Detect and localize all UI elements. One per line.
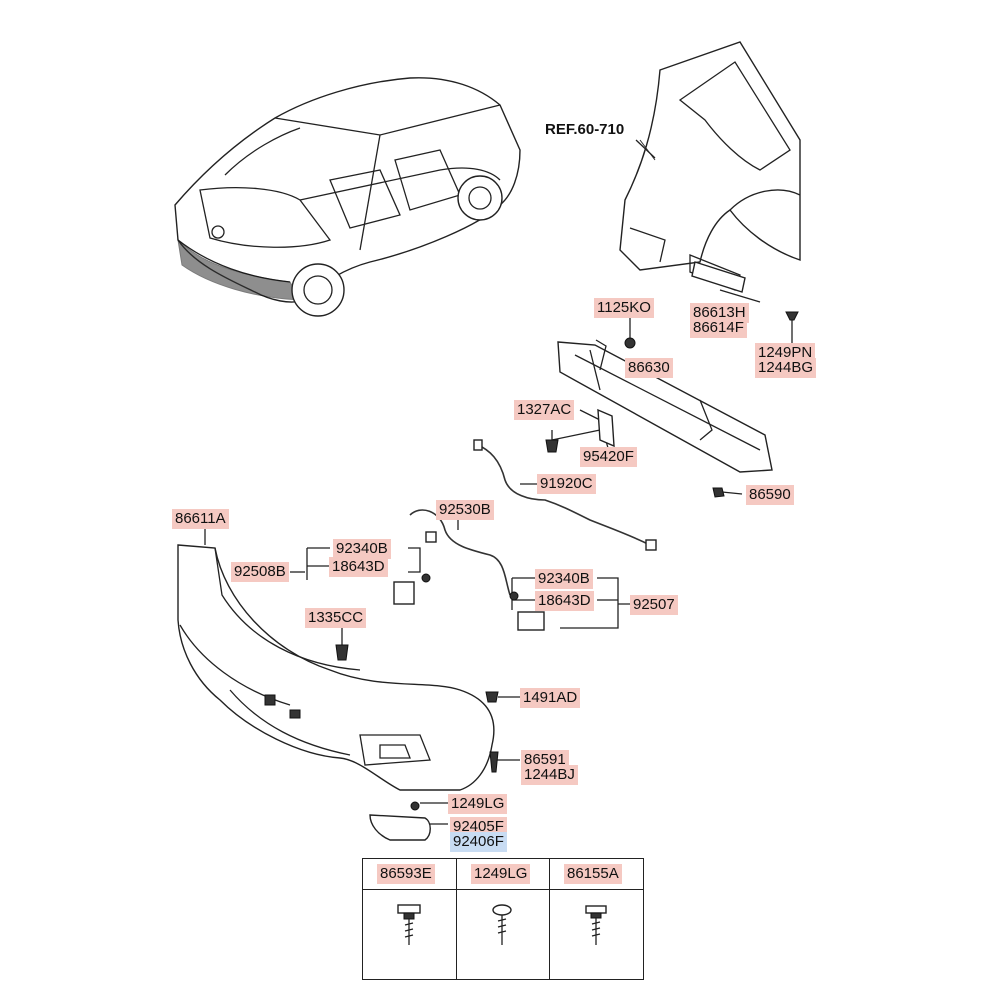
legend-cell-86155A: 86155A	[549, 859, 644, 979]
part-label-1244BG[interactable]: 1244BG	[755, 358, 817, 378]
part-label-18643D-right[interactable]: 18643D	[535, 591, 594, 611]
part-label-92507[interactable]: 92507	[630, 595, 678, 615]
part-label-92406F[interactable]: 92406F	[450, 832, 507, 852]
part-label-1335CC[interactable]: 1335CC	[305, 608, 367, 628]
fastener-legend-table: 86593E 1249LG 86155A	[362, 858, 644, 980]
part-label-1491AD[interactable]: 1491AD	[520, 688, 581, 708]
part-label-92340B-right[interactable]: 92340B	[535, 569, 593, 589]
screw-1249PN	[785, 311, 799, 321]
bumper-beam	[557, 339, 773, 473]
part-label-95420F[interactable]: 95420F	[580, 447, 637, 467]
clip-1335CC	[335, 644, 349, 661]
part-label-1125KO[interactable]: 1125KO	[594, 298, 654, 318]
legend-screw-1249LG-icon	[492, 904, 512, 945]
screw-86591	[489, 751, 499, 773]
part-label-92530B[interactable]: 92530B	[436, 500, 494, 520]
clip-1327AC	[545, 439, 559, 453]
legend-label-86155A[interactable]: 86155A	[564, 864, 622, 884]
left-parking-sensor	[393, 573, 431, 605]
part-label-86611A[interactable]: 86611A	[172, 509, 229, 529]
legend-cell-86593E: 86593E	[363, 859, 456, 979]
wiring-harness-91920C	[475, 443, 651, 546]
legend-screw-86155A-icon	[585, 905, 607, 945]
rear-bumper-cover	[177, 544, 495, 791]
part-label-86630[interactable]: 86630	[625, 358, 673, 378]
bracket-rail	[691, 261, 746, 293]
legend-label-1249LG[interactable]: 1249LG	[471, 864, 531, 884]
part-label-91920C[interactable]: 91920C	[537, 474, 596, 494]
part-label-1327AC[interactable]: 1327AC	[514, 400, 575, 420]
sensor-harness-92530B	[409, 509, 511, 596]
legend-label-86593E[interactable]: 86593E	[377, 864, 435, 884]
bolt-1125KO	[624, 337, 636, 349]
bracket-95420F	[597, 408, 615, 448]
clip-1491AD	[485, 691, 499, 703]
legend-cell-1249LG: 1249LG	[456, 859, 550, 979]
part-label-1249LG[interactable]: 1249LG	[448, 794, 508, 814]
part-label-92508B[interactable]: 92508B	[231, 562, 289, 582]
reference-label: REF.60-710	[545, 121, 625, 138]
nut-86590	[712, 487, 725, 498]
rear-reflector	[369, 801, 431, 841]
car-overview-illustration	[174, 77, 521, 317]
part-label-18643D-left[interactable]: 18643D	[329, 557, 388, 577]
part-label-86590[interactable]: 86590	[746, 485, 794, 505]
legend-screw-86593E-icon	[397, 904, 421, 945]
part-label-1244BJ[interactable]: 1244BJ	[521, 765, 578, 785]
part-label-86614F[interactable]: 86614F	[690, 318, 747, 338]
body-side-panel	[619, 41, 801, 291]
part-label-92340B-left[interactable]: 92340B	[333, 539, 391, 559]
right-parking-sensor	[509, 591, 545, 631]
